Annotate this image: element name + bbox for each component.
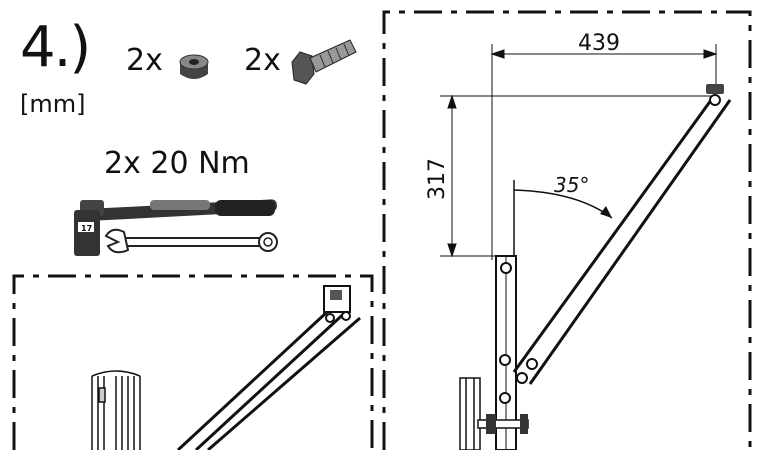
bolt-quantity: 2x (244, 43, 281, 78)
dimension-horizontal (490, 44, 718, 260)
socket-icon (74, 210, 100, 256)
dimension-vertical (440, 94, 712, 258)
detail-frame (12, 274, 374, 450)
combination-wrench-icon (104, 228, 278, 254)
socket-size-label: 17 (81, 224, 92, 233)
strut-bolts (516, 358, 538, 384)
overview-frame (382, 10, 752, 450)
unit-label: [mm] (20, 90, 86, 118)
diagonal-strut (512, 95, 732, 385)
angle-value: 35° (554, 173, 589, 197)
torque-label: 2x 20 Nm (104, 146, 250, 181)
nut-icon (179, 54, 209, 79)
dimension-vertical-value: 317 (425, 158, 450, 200)
foot-profile (459, 377, 481, 450)
detail-diagonal-strut (176, 298, 361, 450)
clamp-icon (706, 84, 724, 106)
nut-quantity: 2x (126, 43, 163, 78)
post-bolt-icon (477, 414, 529, 434)
angle-indicator (513, 180, 613, 260)
torque-wrench-icon (80, 199, 277, 221)
vertical-post (495, 255, 517, 450)
bolt-icon (291, 39, 357, 85)
dimension-horizontal-value: 439 (578, 31, 620, 56)
detail-clamp-icon (323, 285, 351, 323)
step-number: 4.) (20, 15, 91, 80)
profile-rail (91, 370, 141, 450)
